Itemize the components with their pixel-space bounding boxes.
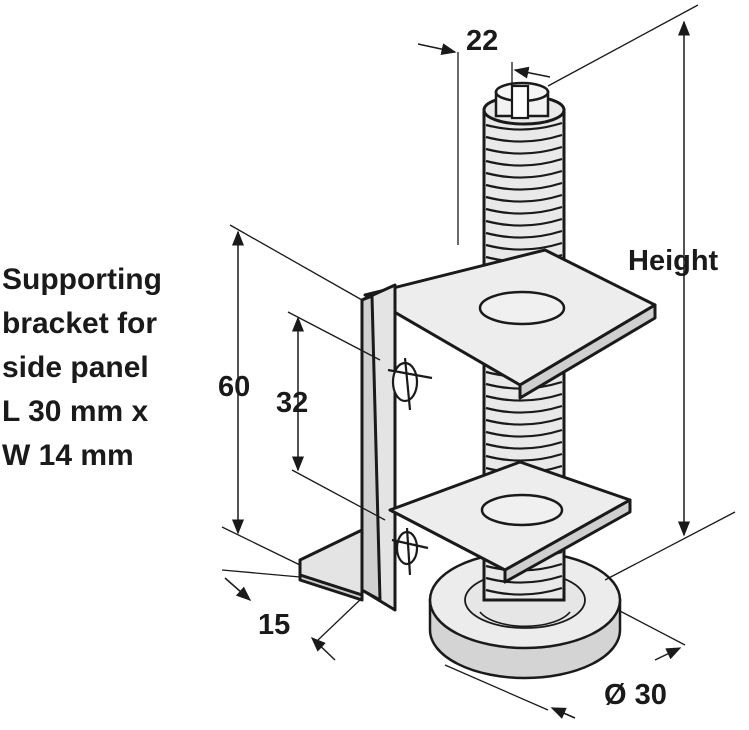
thread-ridge <box>485 586 563 596</box>
thread-ridge <box>485 133 563 143</box>
thread-ridge <box>485 121 563 131</box>
dim-arrow-30-right <box>654 647 682 661</box>
dim-label-22: 22 <box>466 25 498 57</box>
dim-arrow-22-left <box>417 43 457 56</box>
dim-label-15: 15 <box>258 609 290 641</box>
dim-arrow-22-right <box>513 66 551 79</box>
dimension-arrows <box>224 20 690 719</box>
thread-ridge <box>485 404 563 414</box>
thread-ridge <box>485 181 563 191</box>
thread-ridge <box>485 145 563 155</box>
dim-label-height: Height <box>628 245 719 277</box>
description-line-1: Supporting <box>2 263 162 296</box>
dim-label-60: 60 <box>218 371 250 403</box>
thread-ridge <box>485 193 563 203</box>
bracket <box>298 248 657 612</box>
dim-label-diameter-30: Ø 30 <box>604 679 667 711</box>
thread-ridge <box>485 169 563 179</box>
description-line-5: W 14 mm <box>2 439 134 472</box>
dim-arrow-30-left <box>550 707 576 719</box>
thread-ridge <box>485 241 563 251</box>
thread-ridge <box>485 452 563 462</box>
dimension-lines <box>221 4 736 711</box>
thread-ridge <box>485 416 563 426</box>
thread-ridge <box>485 229 563 239</box>
screw-hole-lower <box>391 527 429 576</box>
product-description: Supporting bracket for side panel L 30 m… <box>2 258 212 478</box>
thread-ridge <box>485 205 563 215</box>
description-line-4: L 30 mm x <box>2 395 149 428</box>
thread-ridge <box>485 157 563 167</box>
dim-arrow-15-right <box>310 636 336 661</box>
description-line-3: side panel <box>2 351 149 384</box>
thread-ridge <box>485 392 563 402</box>
dim-arrow-15-left <box>224 577 252 601</box>
thread-ridge <box>485 440 563 450</box>
description-line-2: bracket for <box>2 307 158 340</box>
thread-ridge <box>485 428 563 438</box>
dim-label-32: 32 <box>276 387 308 419</box>
thread-ridge <box>485 574 563 584</box>
thread-ridge <box>485 217 563 227</box>
screw-hole-upper <box>387 357 433 411</box>
